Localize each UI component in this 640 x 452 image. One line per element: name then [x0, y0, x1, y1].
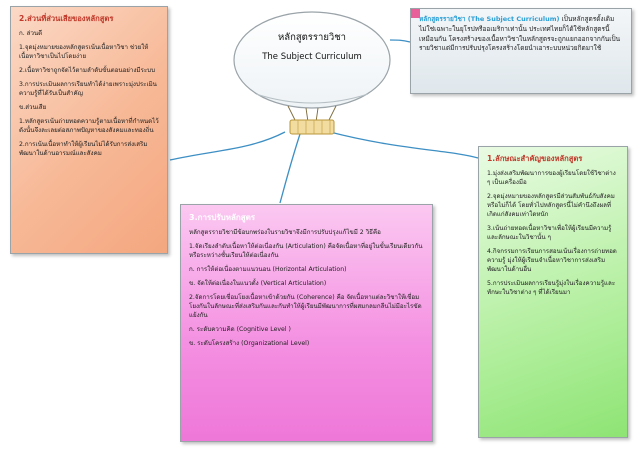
meaning-text: หลักสูตรรายวิชา (The Subject Curriculum)…	[419, 15, 623, 54]
hot-air-balloon-icon	[233, 11, 391, 135]
meaning-box: หลักสูตรรายวิชา (The Subject Curriculum)…	[410, 8, 632, 94]
improve-paragraph: 1.จัดเรียงลำดับเนื้อหาให้ต่อเนื่องกัน (A…	[189, 242, 423, 259]
improve-paragraph: ก. ระดับความคิด (Cognitive Level )	[189, 325, 291, 333]
features-box: 1.ลักษณะสำคัญของหลักสูตร 1.มุ่งส่งเสริมพ…	[478, 146, 628, 438]
improve-paragraph: ข. จัดให้ต่อเนื่องในแนวตั้ง (Vertical Ar…	[189, 279, 327, 287]
improve-box: 3.การปรับหลักสูตร หลักสูตรรายวิชามีข้อบก…	[180, 204, 433, 442]
connector-to-meaning	[389, 39, 411, 43]
stakeholders-box: 2.ส่วนที่ส่วนเสียของหลักสูตร ก. ส่วนดี 1…	[10, 6, 168, 254]
features-paragraph: 4.กิจกรรมการเรียนการสอนเน้นเรื่องการถ่าย…	[487, 247, 617, 273]
stakeholders-title: 2.ส่วนที่ส่วนเสียของหลักสูตร	[19, 14, 114, 23]
meaning-body: เป็นหลักสูตรดั้งเดิม ไม่ใช่เฉพาะในยุโรปห…	[419, 15, 621, 53]
features-paragraph: 5.การประเมินผลการเรียนรู้มุ่งในเรื่องควา…	[487, 279, 616, 296]
balloon-graphic: หลักสูตรรายวิชา The Subject Curriculum	[226, 6, 398, 136]
stakeholders-paragraph: 2.การเน้นเนื้อหาทำให้ผู้เรียนไม่ได้รับกา…	[19, 140, 148, 157]
improve-paragraph: ข. ระดับโครงสร้าง (Organizational Level)	[189, 339, 310, 347]
improve-paragraph: หลักสูตรรายวิชามีข้อบกพร่องในรายวิชาจึงม…	[189, 229, 381, 236]
features-paragraph: 3.เน้นถ่ายทอดเนื้อหาวิชาเพื่อให้ผู้เรียน…	[487, 224, 612, 241]
improve-title: 3.การปรับหลักสูตร	[189, 213, 256, 222]
connector-to-features	[329, 131, 479, 159]
stakeholders-paragraph: ก. ส่วนดี	[19, 30, 43, 37]
stakeholders-paragraph: 2.เนื้อหาวิชาถูกจัดไว้ตามลำดับขั้นตอนอย่…	[19, 66, 156, 74]
features-paragraph: 2.จุดมุ่งหมายของหลักสูตรมีส่วนสัมพันธ์กั…	[487, 192, 615, 218]
balloon-title-thai: หลักสูตรรายวิชา	[277, 32, 347, 43]
stakeholders-paragraph: ข.ส่วนเสีย	[19, 103, 47, 111]
features-paragraph: 1.มุ่งส่งเสริมพัฒนาการของผู้เรียนโดยใช้ว…	[487, 170, 616, 186]
improve-paragraph: 2.จัดการโดยเชื่อมโยงเนื้อหาเข้าด้วยกัน (…	[189, 293, 422, 319]
features-title: 1.ลักษณะสำคัญของหลักสูตร	[487, 154, 583, 163]
improve-paragraph: ก. การให้ต่อเนื่องตามแนวนอน (Horizontal …	[189, 265, 347, 273]
balloon-title-english: The Subject Curriculum	[262, 52, 362, 62]
stakeholders-paragraph: 1.จุดมุ่งหมายของหลักสูตรเน้นเนื้อหาวิชา …	[19, 43, 149, 60]
connector-to-improve	[279, 133, 301, 204]
connector-to-stakeholders	[169, 131, 286, 161]
corner-accent	[411, 9, 420, 18]
stakeholders-paragraph: 1.หลักสูตรเน้นถ่ายทอดความรู้ตามเนื้อหาที…	[19, 117, 159, 134]
meaning-highlight: หลักสูตรรายวิชา (The Subject Curriculum)	[419, 15, 560, 23]
stakeholders-paragraph: 3.การประเมินผลการเรียนทำได้ง่ายเพราะมุ่ง…	[19, 80, 157, 97]
